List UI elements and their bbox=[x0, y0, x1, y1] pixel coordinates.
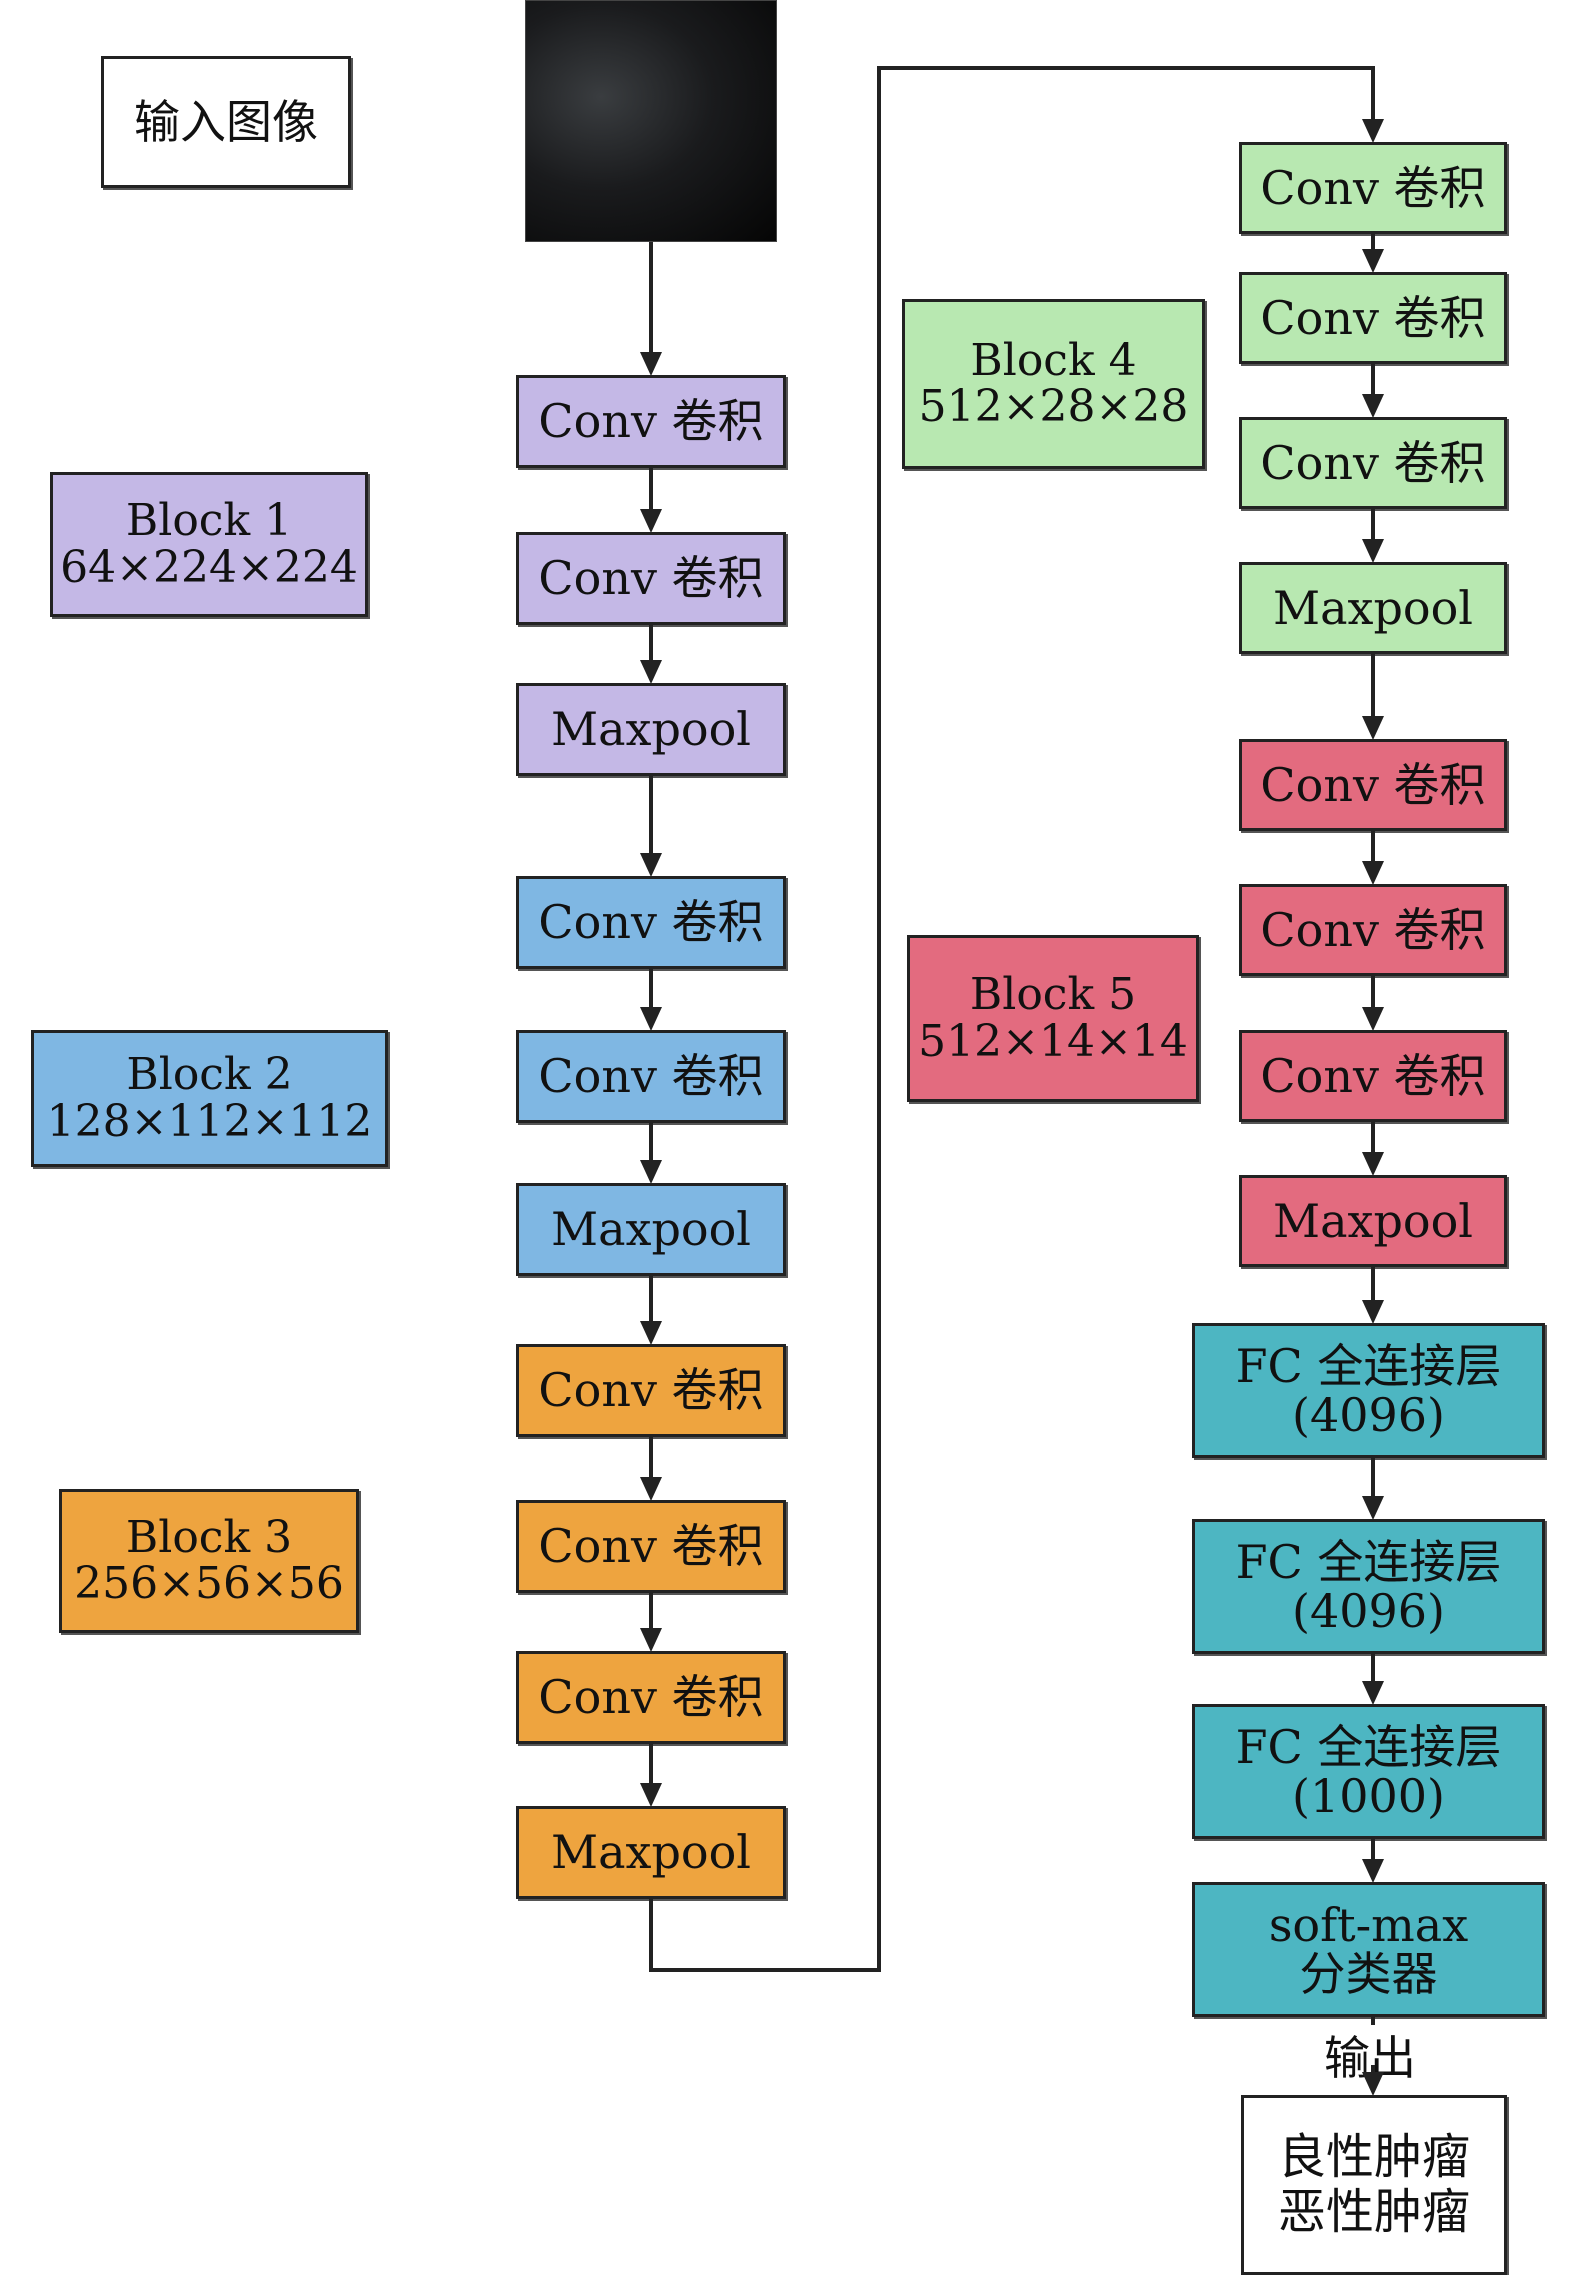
route-line bbox=[649, 1899, 653, 1972]
arrow-head bbox=[640, 1477, 662, 1501]
connector-line bbox=[649, 242, 653, 352]
connector-line bbox=[649, 625, 653, 661]
connector-line bbox=[1371, 654, 1375, 717]
block-5-label: Block 5 512×14×14 bbox=[907, 935, 1199, 1102]
connector-line bbox=[649, 1437, 653, 1477]
block-5-conv-2: Conv 卷积 bbox=[1239, 884, 1507, 976]
block-1-dims: 64×224×224 bbox=[60, 541, 358, 593]
connector-line bbox=[1371, 1122, 1375, 1153]
fc-layer-1: FC 全连接层 (4096) bbox=[1192, 1323, 1545, 1458]
block-2-label: Block 2 128×112×112 bbox=[31, 1030, 388, 1167]
block-5-name: Block 5 bbox=[969, 969, 1137, 1021]
connector-line bbox=[1371, 1267, 1375, 1301]
block-5-conv-1: Conv 卷积 bbox=[1239, 739, 1507, 831]
fc-layer-3: FC 全连接层 (1000) bbox=[1192, 1704, 1545, 1839]
arrow-head bbox=[1362, 2072, 1384, 2096]
connector-line bbox=[1371, 234, 1375, 250]
connector-line bbox=[1371, 1839, 1375, 1860]
connector-line bbox=[1371, 976, 1375, 1008]
block-4-conv-1: Conv 卷积 bbox=[1239, 142, 1507, 234]
arrow-head bbox=[1362, 1496, 1384, 1520]
route-line bbox=[877, 66, 1375, 70]
arrow-head bbox=[1362, 1859, 1384, 1883]
arrow-head bbox=[1362, 394, 1384, 418]
arrow-head bbox=[640, 352, 662, 376]
fc-layer-2: FC 全连接层 (4096) bbox=[1192, 1519, 1545, 1654]
block-3-label: Block 3 256×56×56 bbox=[59, 1489, 359, 1633]
arrow-head bbox=[1362, 539, 1384, 563]
arrow-head bbox=[1362, 249, 1384, 273]
connector-line bbox=[1371, 831, 1375, 862]
block-1-label: Block 1 64×224×224 bbox=[50, 472, 368, 617]
connector-line bbox=[1371, 364, 1375, 395]
connector-line bbox=[649, 1123, 653, 1160]
connector-line bbox=[649, 1593, 653, 1628]
connector-line bbox=[649, 1276, 653, 1321]
block-1-conv-2: Conv 卷积 bbox=[516, 532, 786, 625]
arrow-head bbox=[1362, 1300, 1384, 1324]
arrow-head bbox=[1362, 861, 1384, 885]
arrow-head bbox=[640, 1628, 662, 1652]
arrow-head bbox=[1362, 1681, 1384, 1705]
output-result-box: 良性肿瘤 恶性肿瘤 bbox=[1241, 2095, 1507, 2275]
benign-tumor-label: 良性肿瘤 bbox=[1277, 2128, 1470, 2185]
block-3-conv-2: Conv 卷积 bbox=[516, 1500, 786, 1593]
block-3-conv-3: Conv 卷积 bbox=[516, 1651, 786, 1744]
block-1-maxpool: Maxpool bbox=[516, 683, 786, 776]
block-3-name: Block 3 bbox=[125, 1511, 293, 1563]
connector-line bbox=[649, 776, 653, 853]
block-5-dims: 512×14×14 bbox=[918, 1015, 1188, 1067]
arrow-head bbox=[640, 660, 662, 684]
block-4-dims: 512×28×28 bbox=[918, 381, 1189, 432]
block-3-dims: 256×56×56 bbox=[74, 1558, 344, 1609]
block-4-maxpool: Maxpool bbox=[1239, 562, 1507, 654]
connector-line bbox=[1371, 2017, 1375, 2025]
connector-line bbox=[649, 969, 653, 1007]
connector-line bbox=[1371, 2065, 1375, 2073]
block-4-name: Block 4 bbox=[970, 334, 1137, 386]
block-2-dims: 128×112×112 bbox=[46, 1095, 373, 1147]
block-4-label: Block 4 512×28×28 bbox=[902, 299, 1205, 469]
arrow-head bbox=[640, 1007, 662, 1031]
connector-line bbox=[649, 1744, 653, 1783]
softmax-classifier: soft-max 分类器 bbox=[1192, 1882, 1545, 2017]
input-image-label-box: 输入图像 bbox=[101, 56, 351, 188]
block-5-conv-3: Conv 卷积 bbox=[1239, 1030, 1507, 1122]
connector-line bbox=[1371, 509, 1375, 540]
block-1-name: Block 1 bbox=[125, 495, 293, 547]
block-2-name: Block 2 bbox=[126, 1049, 293, 1101]
block-4-conv-3: Conv 卷积 bbox=[1239, 417, 1507, 509]
ultrasound-input-image bbox=[525, 0, 777, 242]
block-2-maxpool: Maxpool bbox=[516, 1183, 786, 1276]
block-4-conv-2: Conv 卷积 bbox=[1239, 272, 1507, 364]
arrow-head bbox=[640, 509, 662, 533]
arrow-head bbox=[1362, 716, 1384, 740]
arrow-head bbox=[1362, 119, 1384, 143]
block-2-conv-1: Conv 卷积 bbox=[516, 876, 786, 969]
arrow-head bbox=[1362, 1007, 1384, 1031]
arrow-head bbox=[640, 1321, 662, 1345]
route-line bbox=[877, 66, 881, 1972]
block-3-maxpool: Maxpool bbox=[516, 1806, 786, 1899]
route-line bbox=[649, 1968, 881, 1972]
connector-line bbox=[1371, 1654, 1375, 1682]
block-5-maxpool: Maxpool bbox=[1239, 1175, 1507, 1267]
block-2-conv-2: Conv 卷积 bbox=[516, 1030, 786, 1123]
block-1-conv-1: Conv 卷积 bbox=[516, 375, 786, 468]
input-image-label: 输入图像 bbox=[134, 94, 318, 149]
arrow-head bbox=[640, 1160, 662, 1184]
malignant-tumor-label: 恶性肿瘤 bbox=[1277, 2184, 1470, 2240]
block-3-conv-1: Conv 卷积 bbox=[516, 1344, 786, 1437]
arrow-head bbox=[640, 853, 662, 877]
arrow-head bbox=[640, 1783, 662, 1807]
connector-line bbox=[1371, 1458, 1375, 1497]
arrow-head bbox=[1362, 1152, 1384, 1176]
route-line bbox=[1371, 66, 1375, 120]
connector-line bbox=[649, 468, 653, 510]
